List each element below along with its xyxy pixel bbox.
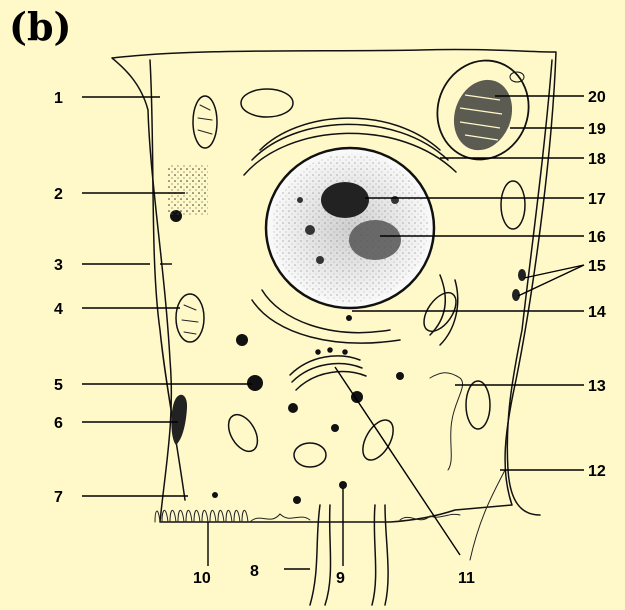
label-11: 11 (458, 570, 475, 587)
chromatin (349, 220, 401, 260)
apical-boundary (470, 470, 505, 560)
desmosome (171, 395, 187, 445)
lumen (430, 373, 463, 470)
nucleus (266, 148, 434, 308)
cilia (310, 505, 388, 605)
label-6: 6 (54, 415, 63, 432)
label-20: 20 (588, 89, 606, 106)
golgi-apparatus (290, 348, 366, 390)
label-5: 5 (54, 377, 63, 394)
label-3: 3 (54, 257, 63, 274)
label-15: 15 (588, 258, 606, 275)
label-16: 16 (588, 229, 606, 246)
label-14: 14 (588, 304, 606, 321)
label-12: 12 (588, 463, 606, 480)
label-18: 18 (588, 151, 606, 168)
label-2: 2 (54, 186, 63, 203)
microvilli (155, 510, 460, 522)
label-1: 1 (54, 90, 63, 107)
label-8: 8 (250, 563, 259, 580)
label-13: 13 (588, 378, 606, 395)
label-7: 7 (54, 489, 63, 506)
label-10: 10 (193, 570, 211, 587)
nucleolus (321, 182, 369, 218)
label-17: 17 (588, 191, 606, 208)
label-9: 9 (336, 570, 345, 587)
free-ribosomes (168, 165, 208, 215)
label-4: 4 (54, 301, 63, 318)
label-19: 19 (588, 121, 606, 138)
